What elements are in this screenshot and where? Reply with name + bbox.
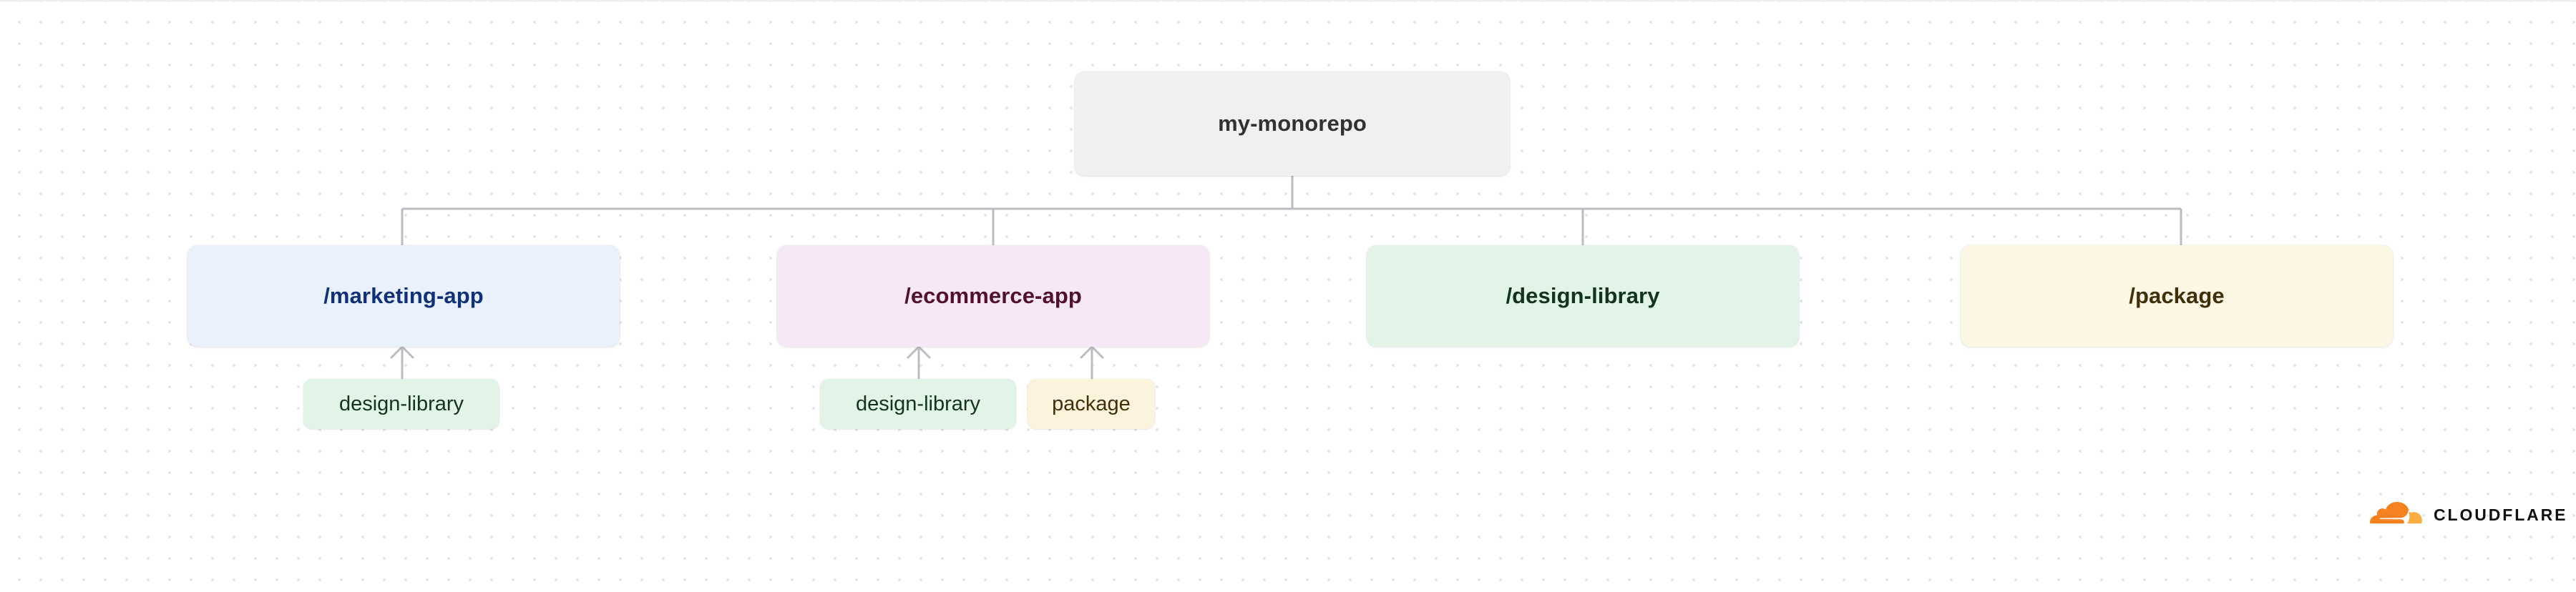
dependency-pill-label: design-library: [338, 392, 464, 415]
dependency-pill-ecommerce-design-library[interactable]: design-library: [820, 379, 1016, 429]
node-label-package: /package: [2129, 283, 2225, 309]
node-label-marketing-app: /marketing-app: [323, 283, 484, 309]
node-package[interactable]: /package: [1961, 245, 2393, 347]
dependency-pill-label: design-library: [855, 392, 981, 415]
node-marketing-app[interactable]: /marketing-app: [187, 245, 620, 347]
node-ecommerce-app[interactable]: /ecommerce-app: [777, 245, 1209, 347]
cloudflare-wordmark: CLOUDFLARE: [2434, 505, 2568, 524]
node-my-monorepo[interactable]: my-monorepo: [1075, 71, 1510, 176]
node-label-my-monorepo: my-monorepo: [1218, 111, 1367, 137]
cloudflare-logo: CLOUDFLARE: [2370, 502, 2567, 528]
node-label-design-library: /design-library: [1506, 283, 1660, 309]
node-design-library[interactable]: /design-library: [1367, 245, 1799, 347]
cloudflare-cloud-icon: [2370, 502, 2422, 524]
dependency-pill-ecommerce-package[interactable]: package: [1028, 379, 1155, 429]
dependency-pill-label: package: [1052, 392, 1131, 415]
node-label-ecommerce-app: /ecommerce-app: [904, 283, 1082, 309]
dependency-pill-marketing-design-library[interactable]: design-library: [303, 379, 499, 429]
